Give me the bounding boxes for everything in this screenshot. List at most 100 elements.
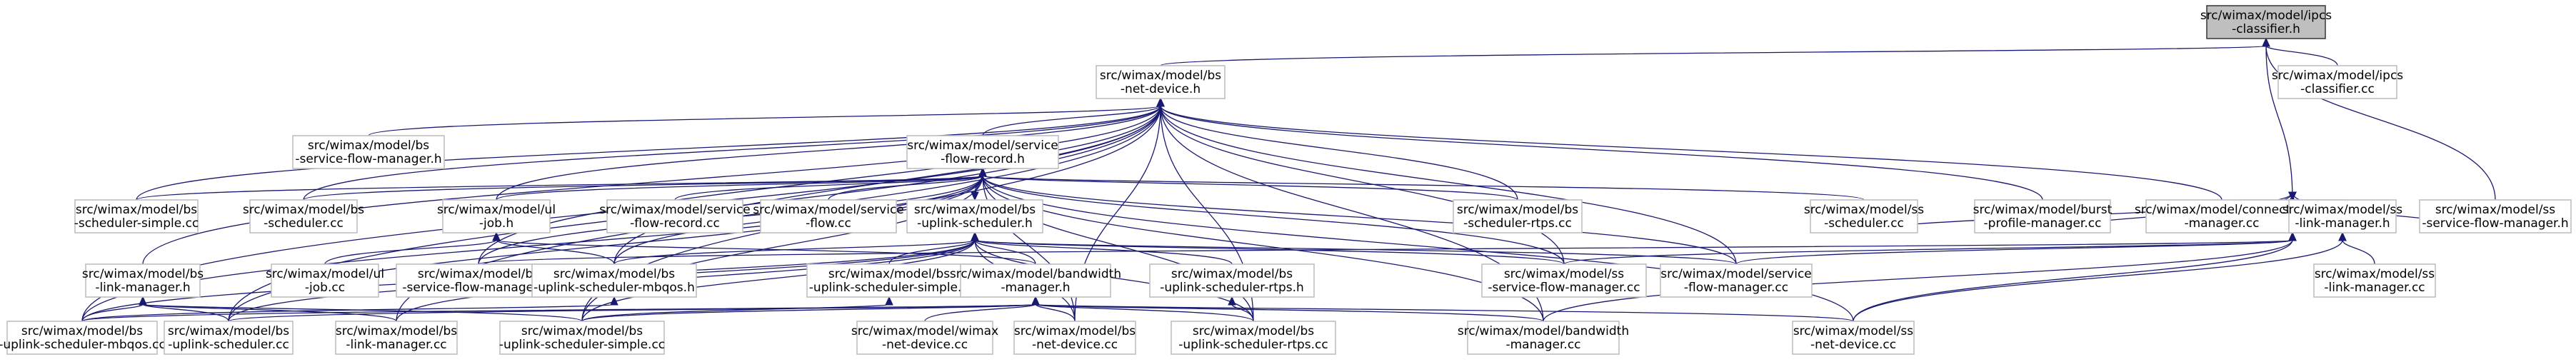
file-node[interactable]: src/wimax/model/bs-link-manager.h (82, 263, 204, 298)
edge-line (924, 303, 1036, 322)
file-node[interactable]: src/wimax/model/ss-link-manager.h (2282, 199, 2402, 233)
file-node[interactable]: src/wimax/model/bs-uplink-scheduler.cc (164, 321, 294, 355)
file-node[interactable]: src/wimax/model/bs-uplink-scheduler-mbqo… (531, 263, 697, 298)
file-node[interactable]: src/wimax/model/wimax-net-device.cc (851, 321, 998, 355)
file-node[interactable]: src/wimax/model/service-flow-record.cc (599, 199, 751, 233)
file-node-box (85, 263, 201, 298)
file-node[interactable]: src/wimax/model/burst-profile-manager.cc (1973, 199, 2113, 233)
file-node-label: src/wimax/model/bs (82, 267, 204, 281)
file-node-label: src/wimax/model/bs (1457, 203, 1578, 217)
file-node-label: -scheduler.cc (264, 216, 344, 231)
dependency-edge (978, 167, 1854, 322)
file-node[interactable]: src/wimax/model/bs-service-flow-manager.… (292, 135, 445, 169)
file-node-label: -flow-record.h (941, 152, 1025, 166)
file-node[interactable]: src/wimax/model/service-flow-manager.cc (1660, 263, 1813, 298)
file-node-label: -link-manager.h (95, 281, 190, 295)
file-node-label: -service-flow-manager.h (295, 152, 441, 166)
file-node-label: -net-device.cc (1810, 338, 1896, 352)
edge-line (496, 175, 983, 201)
file-node[interactable]: src/wimax/model/ss-service-flow-manager.… (1481, 263, 1647, 298)
file-node[interactable]: src/wimax/model/bs-net-device.cc (1013, 321, 1136, 355)
file-node-label: -job.cc (305, 281, 345, 295)
file-node[interactable]: src/wimax/model/ss-scheduler.cc (1804, 199, 1924, 233)
edge-line (888, 239, 976, 265)
file-node-box (531, 263, 697, 298)
edge-line (228, 303, 1036, 322)
file-node[interactable]: src/wimax/model/service-flow-record.h (906, 135, 1059, 169)
file-node-label: -scheduler-simple.cc (74, 216, 199, 231)
file-node-label: -scheduler-rtps.cc (1463, 216, 1572, 231)
file-node[interactable]: src/wimax/model/bs-uplink-scheduler-mbqo… (0, 321, 166, 355)
file-node[interactable]: src/wimax/model/bs-scheduler-simple.cc (74, 199, 199, 233)
file-node[interactable]: src/wimax/model/bs-scheduler.cc (243, 199, 364, 233)
file-node[interactable]: src/wimax/model/ul-job.cc (266, 263, 384, 298)
edge-line (303, 105, 1161, 201)
file-node-label: src/wimax/model/bandwidth (1458, 324, 1629, 338)
file-node-box (906, 135, 1059, 169)
file-node[interactable]: src/wimax/model/bs-uplink-scheduler-simp… (806, 263, 972, 298)
file-node-label: -uplink-scheduler.h (917, 216, 1033, 231)
file-node-box (606, 199, 743, 233)
file-node-label: src/wimax/model/ss (1793, 324, 1913, 338)
dependency-edge (2262, 37, 2496, 201)
file-node-label: src/wimax/model/bs (1193, 324, 1314, 338)
file-node[interactable]: src/wimax/model/ss-service-flow-manager.… (2419, 199, 2572, 233)
file-node[interactable]: src/wimax/model/bs-uplink-scheduler-rtps… (1171, 321, 1336, 355)
edge-line (982, 105, 1161, 136)
file-node-label: -job.h (479, 216, 513, 231)
file-node-box (2145, 199, 2298, 233)
edge-line (974, 239, 1233, 265)
file-node-label: -flow-manager.cc (1684, 281, 1788, 295)
dependency-edge (1853, 231, 2347, 322)
file-node-box (1149, 263, 1315, 298)
file-node-box (292, 135, 445, 169)
file-node[interactable]: src/wimax/model/bs-scheduler-rtps.cc (1453, 199, 1583, 233)
file-node[interactable]: src/wimax/model/ss-link-manager.cc (2313, 263, 2436, 298)
file-node-box (1096, 65, 1226, 99)
file-node-label: -net-device.h (1121, 82, 1201, 96)
file-node[interactable]: src/wimax/model/bs-net-device.h (1096, 65, 1226, 99)
edge-line (81, 303, 144, 322)
file-node[interactable]: src/wimax/model/ul-job.h (437, 199, 556, 233)
file-node-label: src/wimax/model/ipcs (2200, 9, 2332, 23)
file-node-box (249, 199, 358, 233)
file-node-label: src/wimax/model/bandwidth (950, 267, 1121, 281)
file-node[interactable]: src/wimax/model/ss-net-device.cc (1792, 321, 1915, 355)
file-node[interactable]: src/wimax/model/bs-link-manager.cc (335, 321, 458, 355)
file-node-box (1453, 199, 1583, 233)
dependency-edge (1156, 97, 2043, 201)
file-node-label: src/wimax/model/connection (2135, 203, 2309, 217)
file-node[interactable]: src/wimax/model/bandwidth-manager.h (950, 263, 1121, 298)
file-node-label: -uplink-scheduler-rtps.cc (1178, 338, 1328, 352)
edge-line (1160, 45, 2267, 66)
file-node-box (6, 321, 158, 355)
edge-arrowhead (1156, 97, 1165, 107)
file-node[interactable]: src/wimax/model/service-flow.cc (753, 199, 904, 233)
dependency-edge (142, 97, 1165, 265)
file-node[interactable]: src/wimax/model/bs-uplink-scheduler-rtps… (1149, 263, 1315, 298)
file-node[interactable]: src/wimax/model/bs-uplink-scheduler-simp… (499, 321, 665, 355)
edge-line (136, 175, 983, 201)
dependency-edge (81, 296, 618, 322)
file-node-label: -manager.cc (1505, 338, 1580, 352)
file-node[interactable]: src/wimax/model/ipcs-classifier.cc (2272, 65, 2403, 99)
file-node[interactable]: src/wimax/model/connection-manager.cc (2135, 199, 2309, 233)
edge-line (974, 168, 983, 193)
file-node-label: src/wimax/model/service (753, 203, 904, 217)
file-node-label: -net-device.cc (1032, 338, 1118, 352)
dependency-edge (971, 168, 983, 201)
root-file-node[interactable]: src/wimax/model/ipcs-classifier.h (2200, 5, 2332, 39)
file-node-label: src/wimax/model/ss (2282, 203, 2402, 217)
file-node-label: src/wimax/model/ss (1804, 203, 1924, 217)
file-node-box (2277, 65, 2397, 99)
edge-line (1735, 239, 2293, 265)
file-node[interactable]: src/wimax/model/bandwidth-manager.cc (1458, 321, 1629, 355)
file-node[interactable]: src/wimax/model/bs-uplink-scheduler.h (906, 199, 1043, 233)
dependency-edge (581, 296, 893, 322)
file-node-box (1171, 321, 1336, 355)
file-node-box (1792, 321, 1915, 355)
file-node-label: src/wimax/model/service (907, 139, 1058, 153)
dependency-edge (978, 167, 1518, 201)
file-node-label: src/wimax/model/burst (1973, 203, 2113, 217)
file-node-box (499, 321, 665, 355)
